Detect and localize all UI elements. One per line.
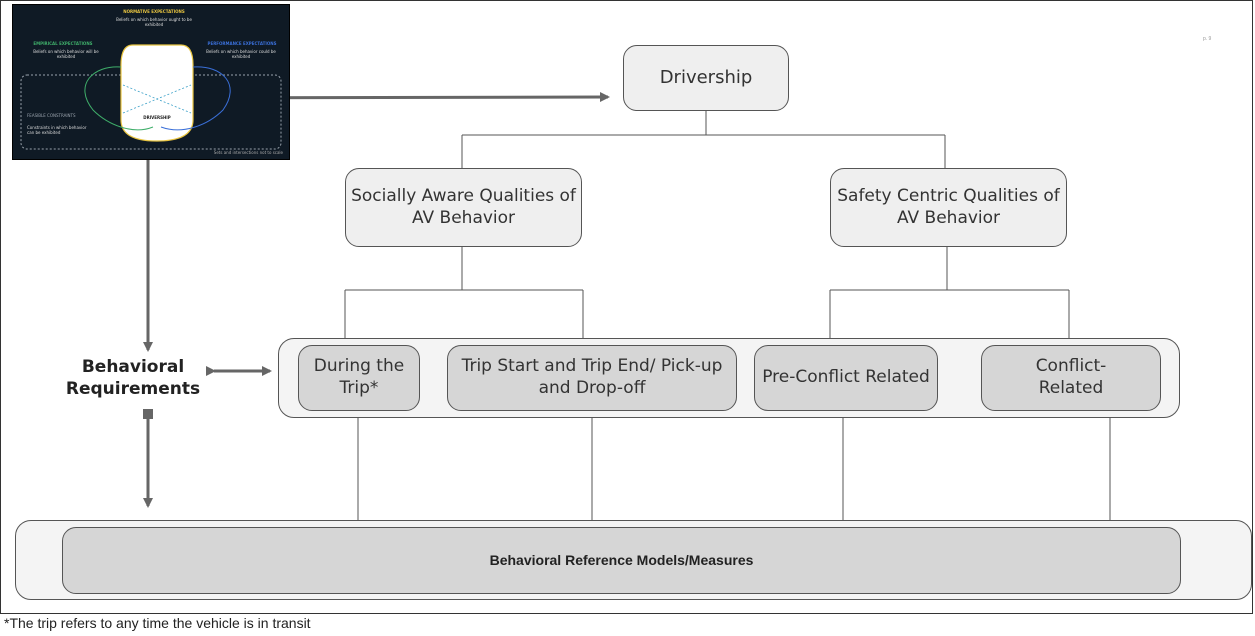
behavioral-requirements-label: Behavioral Requirements [65,357,201,400]
safety-centric-node: Safety Centric Qualities of AV Behavior [830,168,1067,247]
slide-frame [0,0,1253,614]
venn-center-label: DRIVERSHIP [143,115,171,120]
reference-models-node: Behavioral Reference Models/Measures [62,527,1181,594]
performance-title: PERFORMANCE EXPECTATIONS [207,41,277,46]
normative-title: NORMATIVE EXPECTATIONS [123,9,185,14]
trip-start-end-node: Trip Start and Trip End/ Pick-up and Dro… [447,345,737,411]
footnote: *The trip refers to any time the vehicle… [4,615,311,631]
drivership-venn-thumbnail: NORMATIVE EXPECTATIONS Beliefs on which … [12,4,290,160]
normative-text: Beliefs on which behavior ought to be ex… [116,17,192,27]
conflict-related-node: Conflict- Related [981,345,1161,411]
empirical-text: Beliefs on which behavior will be exhibi… [33,49,99,59]
feasible-text: Constraints in which behavior can be exh… [27,125,87,135]
drivership-node: Drivership [623,45,789,111]
thumbnail-corner-note: Sets and intersections not to scale [213,150,283,155]
feasible-title: FEASIBLE CONSTRAINTS [27,113,76,118]
page-number: p. 9 [1203,36,1212,42]
performance-text: Beliefs on which behavior could be exhib… [206,49,276,59]
pre-conflict-node: Pre-Conflict Related [754,345,938,411]
venn-shapes [20,44,282,150]
empirical-title: EMPIRICAL EXPECTATIONS [33,41,93,46]
socially-aware-node: Socially Aware Qualities of AV Behavior [345,168,582,247]
during-trip-node: During the Trip* [298,345,420,411]
